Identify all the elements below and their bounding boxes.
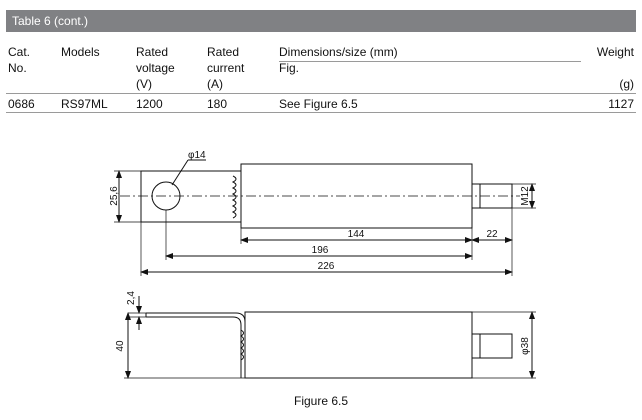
dim-thickness: 2,4 xyxy=(126,291,137,305)
row-cat: 0686 xyxy=(8,97,35,111)
figure-caption: Figure 6.5 xyxy=(293,394,349,408)
header-dimensions: Dimensions/size (mm) Fig. xyxy=(279,45,398,75)
header-weight: Weight (g) xyxy=(596,45,634,91)
dim-hole-dia: φ14 xyxy=(188,150,206,161)
row-model: RS97ML xyxy=(61,97,108,111)
row-rule xyxy=(6,112,636,113)
header-voltage: Rated voltage (V) xyxy=(136,45,175,91)
header-cat: Cat. No. xyxy=(8,45,31,75)
dim-side-height: 40 xyxy=(115,340,126,352)
side-body xyxy=(244,311,473,379)
terminal-plate xyxy=(140,170,242,223)
header-models: Models xyxy=(61,45,100,59)
row-current: 180 xyxy=(207,97,228,111)
table-title-bar: Table 6 (cont.) xyxy=(6,10,636,32)
side-stud xyxy=(471,333,513,359)
dim-diameter: φ38 xyxy=(520,337,531,355)
row-fig: See Figure 6.5 xyxy=(279,97,358,111)
dim-22: 22 xyxy=(486,229,498,240)
dim-226: 226 xyxy=(318,261,335,272)
table-title: Table 6 (cont.) xyxy=(12,14,89,28)
leader-hole xyxy=(171,159,189,186)
side-winding-detail xyxy=(240,329,244,361)
header-current: Rated current (A) xyxy=(207,45,245,91)
dim-144: 144 xyxy=(348,229,365,240)
header-subrule xyxy=(279,61,581,62)
dim-thread: M12 xyxy=(520,186,531,206)
dim-height: 25,6 xyxy=(109,186,120,206)
winding-detail xyxy=(231,175,237,219)
row-voltage: 1200 xyxy=(136,97,163,111)
dim-196: 196 xyxy=(312,245,329,256)
header-rule xyxy=(6,93,636,94)
row-weight: 1127 xyxy=(608,97,634,111)
bent-terminal xyxy=(146,312,246,378)
